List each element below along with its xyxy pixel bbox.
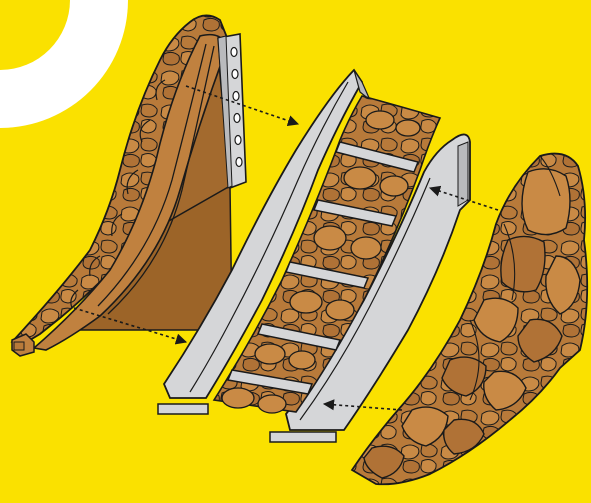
diagram-canvas	[0, 0, 591, 503]
exploded-assembly-diagram	[0, 0, 591, 503]
